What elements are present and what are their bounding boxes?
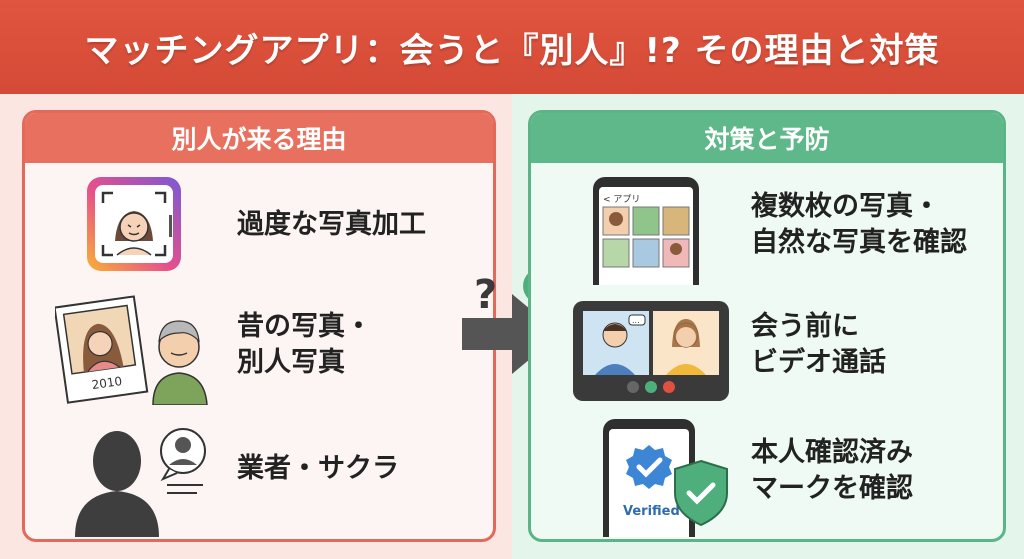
measure-row-verified: Verified 本人確認済み マークを確認 <box>531 417 1003 539</box>
measure-label-verified: 本人確認済み マークを確認 <box>751 437 913 505</box>
reason-row-photo-editing: 過度な写真加工 <box>25 175 493 275</box>
reason-row-fake-accounts: 業者・サクラ <box>25 417 493 537</box>
reason-label-fake-accounts: 業者・サクラ <box>237 453 399 484</box>
beauty-filter-icon <box>85 175 183 277</box>
verified-text: Verified <box>623 504 680 519</box>
measure-label-multiple-photos: 複数枚の写真・ 自然な写真を確認 <box>751 191 967 259</box>
reasons-panel: 別人が来る理由 <box>22 110 496 542</box>
reason-label-old-photo: 昔の写真・ 別人写真 <box>237 311 372 379</box>
phone-photo-grid-icon: < アプリ <box>591 175 701 297</box>
reasons-panel-header: 別人が来る理由 <box>25 113 493 163</box>
measure-label-video-call: 会う前に ビデオ通話 <box>751 311 886 379</box>
measure-row-multiple-photos: < アプリ 複数枚の写真・ 自然な写真を確認 <box>531 175 1003 297</box>
photo-year-text: 2010 <box>91 374 123 392</box>
verified-badge-icon: Verified <box>601 417 731 539</box>
reason-label-photo-editing: 過度な写真加工 <box>237 209 426 240</box>
reason-row-old-photo: 2010 昔の写真・ 別人写真 <box>25 295 493 406</box>
video-call-icon: ... <box>571 295 731 409</box>
app-back-text: < アプリ <box>603 194 640 205</box>
question-mark: ? <box>474 272 498 318</box>
title-bar: マッチングアプリ：会うと『別人』!? その理由と対策 <box>0 0 1024 94</box>
anonymous-user-icon <box>65 417 225 539</box>
chat-bubble-text: ... <box>632 316 640 325</box>
countermeasures-panel: 対策と予防 < アプリ 複数枚の写真・ 自然な写真を確認 <box>528 110 1006 542</box>
measure-row-video-call: ... 会う前に ビデオ通話 <box>531 295 1003 405</box>
page-title: マッチングアプリ：会うと『別人』!? その理由と対策 <box>84 30 940 71</box>
countermeasures-panel-header: 対策と予防 <box>531 113 1003 163</box>
old-photo-icon: 2010 <box>53 295 215 409</box>
